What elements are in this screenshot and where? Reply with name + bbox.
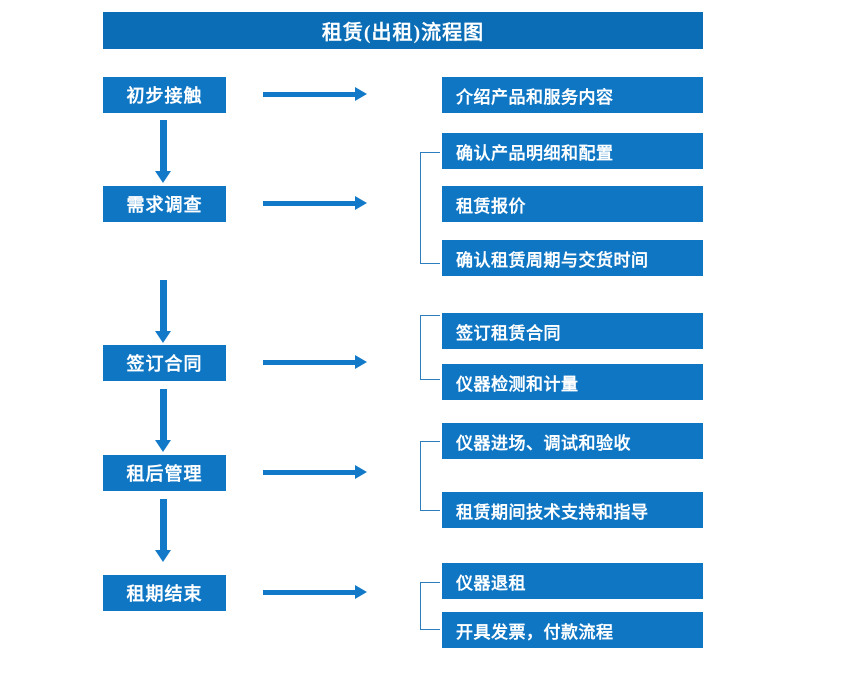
- arrow-down-3-to-4: [155, 389, 171, 452]
- arrow-right-stage-3: [263, 355, 367, 369]
- detail-box-2[interactable]: 确认产品明细和配置: [442, 133, 703, 169]
- group-bracket-3: [420, 315, 440, 380]
- arrow-right-stage-4: [263, 465, 367, 479]
- arrow-down-4-to-5: [155, 499, 171, 562]
- detail-box-9[interactable]: 仪器退租: [442, 563, 703, 599]
- detail-box-7[interactable]: 仪器进场、调试和验收: [442, 423, 703, 459]
- arrow-down-2-to-3: [155, 280, 171, 343]
- detail-box-5[interactable]: 签订租赁合同: [442, 313, 703, 349]
- arrow-right-stage-1: [263, 87, 367, 101]
- arrow-right-stage-5: [263, 585, 367, 599]
- stage-box-3[interactable]: 签订合同: [103, 345, 226, 381]
- stage-box-1[interactable]: 初步接触: [103, 77, 226, 113]
- detail-box-10[interactable]: 开具发票，付款流程: [442, 612, 703, 648]
- detail-box-4[interactable]: 确认租赁周期与交货时间: [442, 240, 703, 276]
- stage-box-4[interactable]: 租后管理: [103, 455, 226, 491]
- group-bracket-4: [420, 441, 440, 511]
- arrow-right-stage-2: [263, 196, 367, 210]
- group-bracket-2: [420, 152, 440, 264]
- detail-box-6[interactable]: 仪器检测和计量: [442, 364, 703, 400]
- stage-box-2[interactable]: 需求调查: [103, 186, 226, 222]
- detail-box-3[interactable]: 租赁报价: [442, 186, 703, 222]
- group-bracket-5: [420, 582, 440, 630]
- detail-box-8[interactable]: 租赁期间技术支持和指导: [442, 492, 703, 528]
- arrow-down-1-to-2: [155, 120, 171, 183]
- stage-box-5[interactable]: 租期结束: [103, 575, 226, 611]
- detail-box-1[interactable]: 介绍产品和服务内容: [442, 77, 703, 113]
- chart-title-banner: 租赁(出租)流程图: [103, 12, 703, 49]
